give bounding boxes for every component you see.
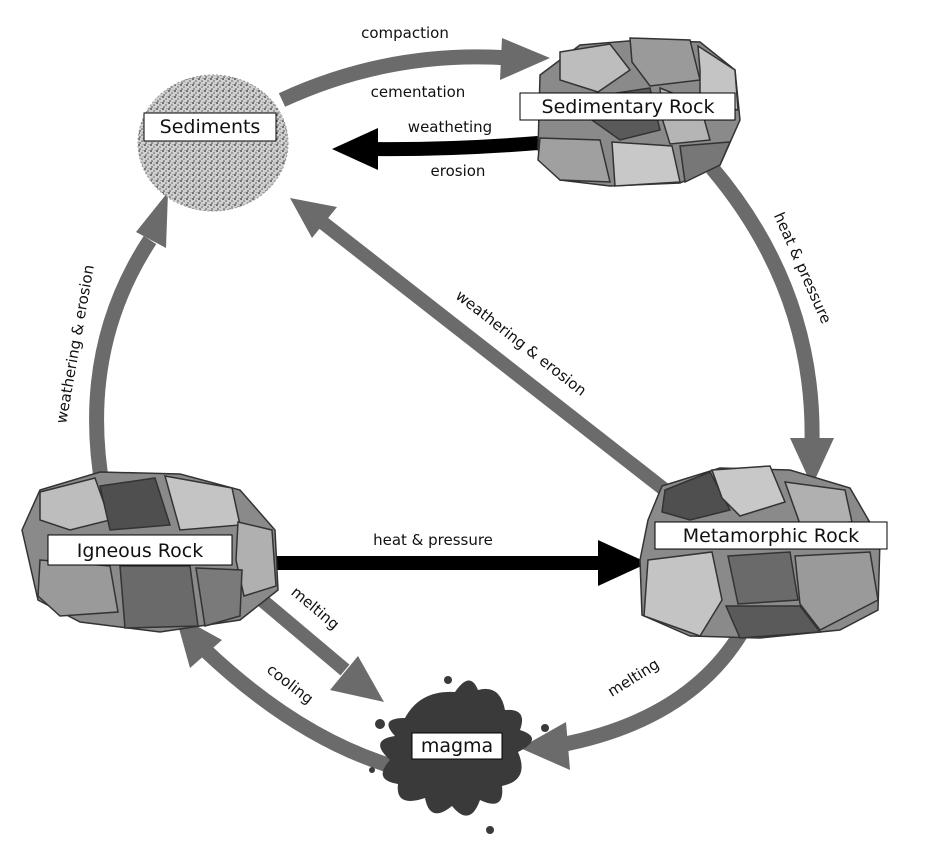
node-sedimentary: Sedimentary Rock (519, 92, 736, 121)
arrow-melting-meta (520, 626, 750, 770)
arrow-weathering-black (332, 128, 539, 170)
label-cementation: cementation (371, 83, 466, 101)
label-heat-pressure-mid: heat & pressure (373, 531, 493, 549)
sediments-pile (137, 74, 289, 212)
label-melting-meta: melting (604, 655, 662, 701)
label-compaction: compaction (361, 24, 449, 42)
node-sediments: Sediments (143, 112, 277, 142)
label-erosion: erosion (431, 162, 486, 180)
node-metamorphic: Metamorphic Rock (654, 521, 888, 550)
arrow-melting-igneous (245, 584, 384, 702)
arrow-weathering-left (89, 192, 168, 492)
node-magma: magma (411, 732, 503, 760)
node-sedimentary-label: Sedimentary Rock (542, 96, 715, 118)
arrow-weathering-diagonal (290, 198, 670, 496)
node-igneous-label: Igneous Rock (77, 540, 203, 562)
node-magma-label: magma (421, 735, 493, 757)
node-sediments-label: Sediments (160, 116, 261, 138)
label-weatheting: weatheting (408, 118, 492, 136)
arrow-heat-pressure-right (706, 163, 834, 486)
node-metamorphic-label: Metamorphic Rock (683, 525, 859, 547)
metamorphic-rock-pile (639, 465, 881, 639)
arrow-compaction (278, 38, 550, 107)
arrow-heat-pressure-mid (272, 540, 648, 586)
node-igneous: Igneous Rock (47, 534, 233, 566)
